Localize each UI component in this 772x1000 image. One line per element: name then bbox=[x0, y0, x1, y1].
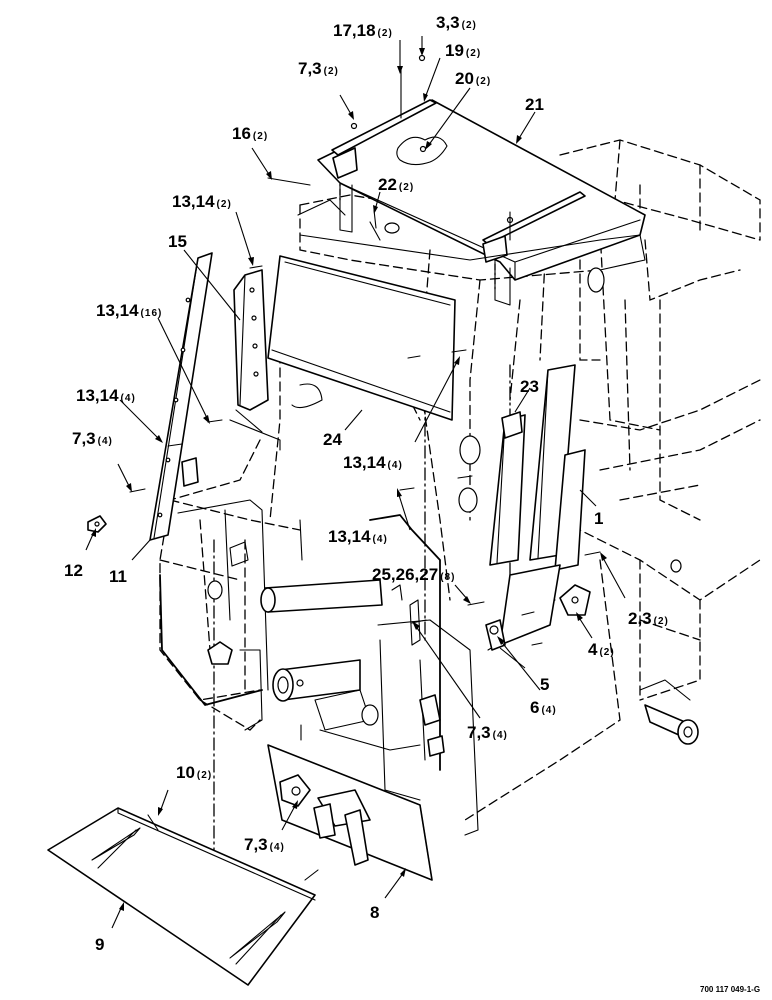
callout-20: 20(2) bbox=[455, 69, 491, 88]
callout-25-26-27: 25,26,27(8) bbox=[372, 565, 455, 584]
callout-11: 11 bbox=[109, 567, 127, 586]
callout-13-14-d: 13,14(4) bbox=[343, 453, 403, 472]
left-lower-housing bbox=[159, 499, 269, 706]
callout-7-3-low: 7,3(4) bbox=[244, 835, 285, 854]
callout-8: 8 bbox=[370, 903, 379, 922]
callout-13-14-a: 13,14(2) bbox=[172, 192, 232, 211]
callout-13-14-e: 13,14(4) bbox=[328, 527, 388, 546]
callout-21: 21 bbox=[525, 95, 544, 114]
callout-6: 6(4) bbox=[530, 698, 557, 717]
callout-7-3-left: 7,3(4) bbox=[72, 429, 113, 448]
callout-15: 15 bbox=[168, 232, 187, 251]
callout-12: 12 bbox=[64, 561, 83, 580]
right-upright-1 bbox=[487, 364, 586, 651]
callout-1: 1 bbox=[594, 509, 603, 528]
callout-24: 24 bbox=[323, 430, 342, 449]
left-upright-15 bbox=[229, 269, 281, 451]
upper-frame-block bbox=[297, 199, 646, 293]
bracket-4 bbox=[559, 584, 591, 616]
callout-3-3: 3,3(2) bbox=[436, 13, 477, 32]
center-lower-frame bbox=[299, 514, 479, 836]
callout-13-14-c: 13,14(4) bbox=[76, 386, 136, 405]
callout-10: 10(2) bbox=[176, 763, 212, 782]
callout-22: 22(2) bbox=[378, 175, 414, 194]
callout-7-3-top: 7,3(2) bbox=[298, 59, 339, 78]
callout-4: 4(2) bbox=[588, 640, 615, 659]
callout-23: 23 bbox=[520, 377, 539, 396]
callout-13-14-b: 13,14(16) bbox=[96, 301, 162, 320]
callout-9: 9 bbox=[95, 935, 104, 954]
callout-labels: 17,18(2) 3,3(2) 19(2) 7,3(2) 20(2) 21 16… bbox=[64, 13, 669, 954]
callout-5: 5 bbox=[540, 675, 549, 694]
callout-2-3: 2,3(2) bbox=[628, 609, 669, 628]
callout-16: 16(2) bbox=[232, 124, 268, 143]
figure-number: 700 117 049-1-G bbox=[700, 985, 760, 994]
right-drive-shaft bbox=[639, 559, 699, 745]
callout-17-18: 17,18(2) bbox=[333, 21, 393, 40]
right-upright-23 bbox=[458, 411, 526, 566]
callout-19: 19(2) bbox=[445, 41, 481, 60]
shield-9 bbox=[47, 807, 316, 986]
shield-8 bbox=[267, 744, 433, 881]
lower-shaft bbox=[239, 579, 383, 731]
center-panel-24 bbox=[267, 255, 456, 421]
leader-lines bbox=[85, 36, 626, 929]
callout-7-3-mid: 7,3(4) bbox=[467, 723, 508, 742]
left-upright-11 bbox=[149, 252, 213, 541]
knob-12 bbox=[87, 515, 107, 533]
